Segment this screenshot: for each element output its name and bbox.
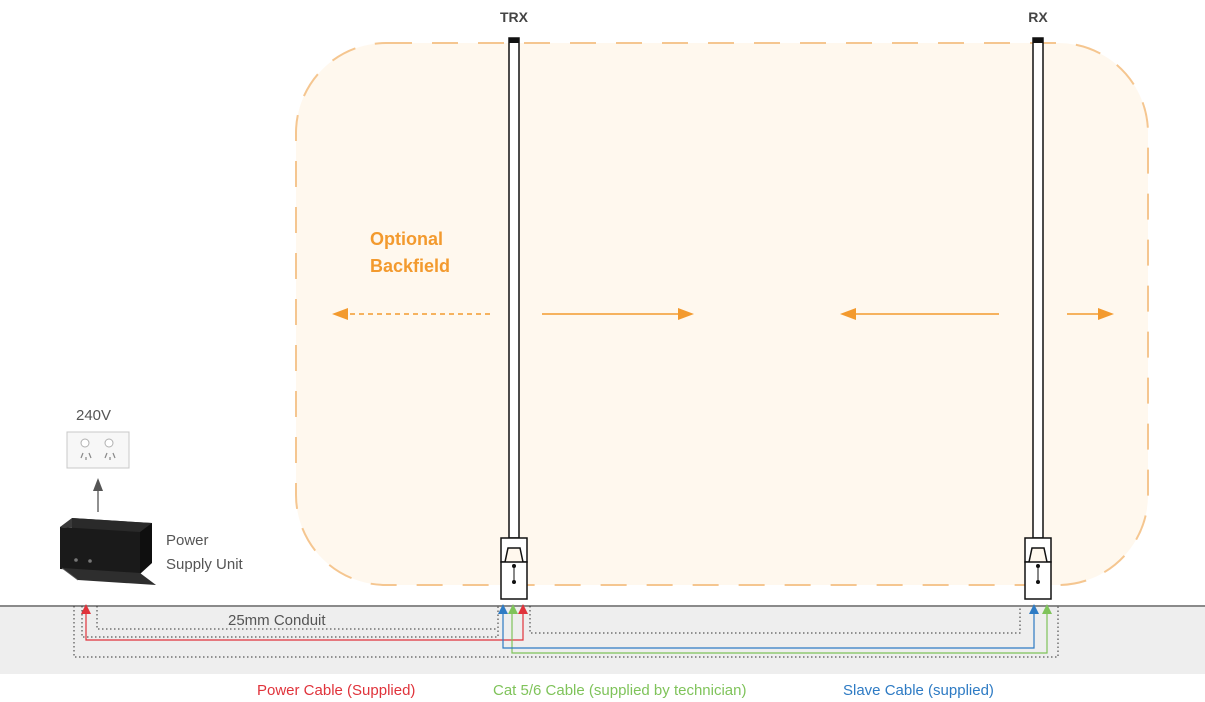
cat-cable-arrow-rx (1042, 604, 1052, 614)
voltage-label: 240V (76, 407, 111, 424)
power-outlet (66, 431, 130, 469)
rx-post (1024, 37, 1052, 600)
psu-to-outlet-arrow (93, 478, 103, 512)
slave-cable-arrow-rx (1029, 604, 1039, 614)
optional-backfield-label-line2: Backfield (370, 256, 450, 276)
psu-label-line2: Supply Unit (166, 556, 244, 573)
rx-label: RX (1028, 9, 1048, 25)
legend-power-cable: Power Cable (Supplied) (257, 682, 415, 699)
legend-slave-cable: Slave Cable (supplied) (843, 682, 994, 699)
trx-field-arrow (542, 308, 694, 320)
rx-backfield-arrow (1067, 308, 1114, 320)
optional-backfield-label-line1: Optional (370, 229, 443, 249)
trx-post (500, 37, 528, 600)
cat-cable-arrow-trx (508, 604, 518, 614)
power-cable (85, 611, 524, 641)
slave-cable (502, 611, 1035, 649)
conduit-outer (73, 606, 1059, 658)
trx-label: TRX (500, 9, 529, 25)
power-cable-arrow-trx (518, 604, 528, 614)
slave-cable-arrow-trx (498, 604, 508, 614)
rx-field-arrow (840, 308, 999, 320)
psu-label-line1: Power (166, 532, 209, 549)
backfield-arrow (332, 308, 490, 320)
power-supply-unit (60, 518, 156, 585)
power-cable-arrow-left (81, 604, 91, 614)
conduit-right (529, 606, 1021, 634)
legend-cat-cable: Cat 5/6 Cable (supplied by technician) (493, 682, 746, 699)
cat-cable (511, 611, 1048, 654)
conduit-label: 25mm Conduit (228, 612, 326, 629)
